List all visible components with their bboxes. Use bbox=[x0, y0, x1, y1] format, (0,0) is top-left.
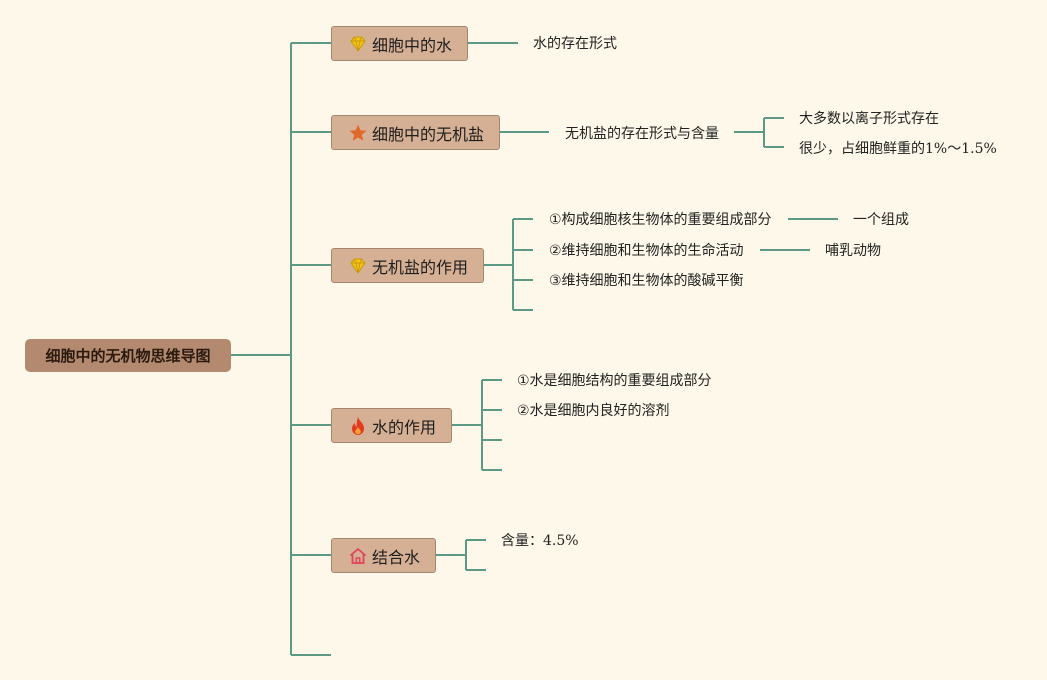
leaf-salt-content[interactable]: 很少，占细胞鲜重的1%～1.5% bbox=[799, 140, 997, 158]
root-label: 细胞中的无机物思维导图 bbox=[45, 347, 211, 365]
leaf-label: 很少，占细胞鲜重的 bbox=[799, 141, 925, 157]
branch-node-water-function[interactable]: 水的作用 bbox=[331, 408, 452, 443]
leaf-label: 大多数以离子形式存在 bbox=[799, 111, 939, 127]
leaf-label: ②维持细胞和生物体的生命活动 bbox=[549, 243, 744, 259]
diamond-icon bbox=[348, 34, 368, 54]
fire-icon bbox=[348, 416, 368, 436]
house-icon bbox=[348, 546, 368, 566]
branch-node-bound-water[interactable]: 结合水 bbox=[331, 538, 436, 573]
leaf-label: 含量： bbox=[501, 533, 543, 549]
leaf-salt-form-content[interactable]: 无机盐的存在形式与含量 bbox=[565, 125, 719, 143]
leaf-salt-role-1[interactable]: ①构成细胞核生物体的重要组成部分 bbox=[549, 211, 772, 229]
leaf-label: 哺乳动物 bbox=[825, 243, 881, 259]
branch-label: 结合水 bbox=[372, 547, 421, 567]
leaf-water-role-2[interactable]: ②水是细胞内良好的溶剂 bbox=[517, 402, 670, 420]
leaf-salt-role-3[interactable]: ③维持细胞和生物体的酸碱平衡 bbox=[549, 272, 744, 290]
branch-node-cell-water[interactable]: 细胞中的水 bbox=[331, 26, 468, 61]
leaf-salt-role-1-child[interactable]: 一个组成 bbox=[853, 211, 909, 229]
leaf-label: 一个组成 bbox=[853, 212, 909, 228]
branch-label: 无机盐的作用 bbox=[372, 257, 469, 277]
leaf-salt-role-2[interactable]: ②维持细胞和生物体的生命活动 bbox=[549, 242, 744, 260]
branch-label: 水的作用 bbox=[372, 417, 437, 437]
leaf-label: ①构成细胞核生物体的重要组成部分 bbox=[549, 212, 772, 228]
leaf-salt-ion-form[interactable]: 大多数以离子形式存在 bbox=[799, 110, 939, 128]
branch-node-salt-function[interactable]: 无机盐的作用 bbox=[331, 248, 484, 283]
branch-node-cell-inorganic-salt[interactable]: 细胞中的无机盐 bbox=[331, 115, 500, 150]
leaf-value: 1%～1.5% bbox=[925, 141, 997, 157]
leaf-bound-water-content[interactable]: 含量：4.5% bbox=[501, 532, 579, 550]
leaf-value: 4.5% bbox=[543, 533, 579, 549]
leaf-label: ③维持细胞和生物体的酸碱平衡 bbox=[549, 273, 744, 289]
diamond-icon bbox=[348, 256, 368, 276]
leaf-label: ①水是细胞结构的重要组成部分 bbox=[517, 373, 712, 389]
branch-label: 细胞中的无机盐 bbox=[372, 124, 485, 144]
leaf-water-role-1[interactable]: ①水是细胞结构的重要组成部分 bbox=[517, 372, 712, 390]
leaf-salt-role-2-child[interactable]: 哺乳动物 bbox=[825, 242, 881, 260]
leaf-label: ②水是细胞内良好的溶剂 bbox=[517, 403, 670, 419]
branch-label: 细胞中的水 bbox=[372, 35, 453, 55]
leaf-water-form[interactable]: 水的存在形式 bbox=[533, 35, 617, 53]
root-node[interactable]: 细胞中的无机物思维导图 bbox=[25, 339, 231, 372]
leaf-label: 水的存在形式 bbox=[533, 36, 617, 52]
leaf-label: 无机盐的存在形式与含量 bbox=[565, 126, 719, 142]
star-icon bbox=[348, 123, 368, 143]
